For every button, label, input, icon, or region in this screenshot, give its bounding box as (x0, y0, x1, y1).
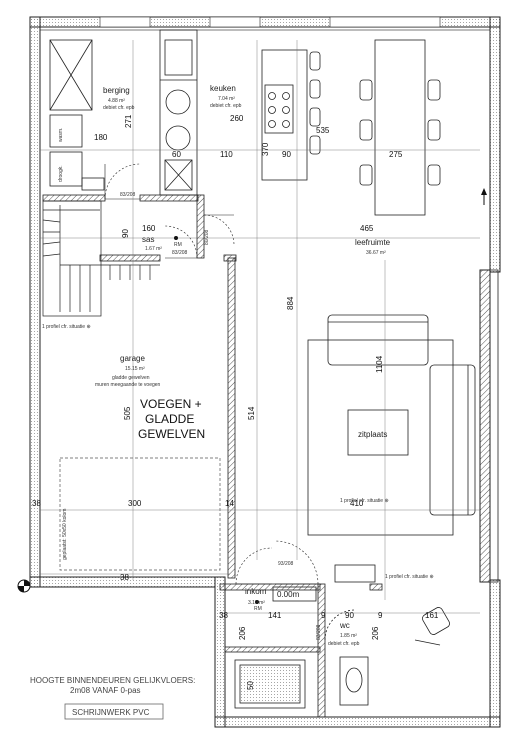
berging-fixtures (49, 39, 105, 191)
dim-90c: 90 (345, 611, 354, 620)
kitchen-counter (159, 29, 198, 196)
rm-label-2: RM (254, 606, 262, 612)
keuken-name: keuken (210, 84, 236, 93)
garage-callout-2: GLADDE (145, 412, 194, 426)
garage-area: 15.15 m² (125, 366, 145, 372)
dim-90a: 90 (282, 150, 291, 159)
dim-90b: 90 (121, 229, 130, 238)
dim-110: 110 (220, 150, 233, 159)
sas-door[interactable] (164, 214, 235, 259)
garage-callout-3: GEWELVEN (138, 427, 205, 441)
dim-206b: 206 (371, 626, 380, 640)
keuken-area: 7.04 m² (218, 96, 235, 102)
desk-chair (414, 607, 450, 646)
footer-line-2: 2m08 VANAF 0-pas (70, 686, 141, 695)
wc-door-label: 83/208 (316, 624, 322, 640)
dim-50: 50 (246, 681, 255, 690)
dim-1104: 1104 (375, 355, 384, 373)
dim-161: 161 (425, 611, 439, 620)
dimension-lines (40, 40, 480, 614)
garage-note-2: muren meegaande te voegen (95, 382, 161, 388)
level-marker: 0.00m (277, 590, 300, 599)
keuken-note: debiet cfr. epb (210, 103, 242, 109)
dim-38c: 38 (219, 611, 228, 620)
washer-label: wasm. (58, 128, 64, 142)
berging-area: 4.88 m² (108, 98, 125, 104)
dim-38a: 38 (32, 499, 41, 508)
dim-14: 14 (225, 499, 234, 508)
berging-note: debiet cfr. epb (103, 105, 135, 111)
wc-name: wc (339, 621, 350, 630)
footer-box (64, 703, 164, 720)
dim-141: 141 (268, 611, 282, 620)
dim-9b: 9 (378, 611, 383, 620)
wc-area: 1.85 m² (340, 633, 357, 639)
sofa-area (307, 314, 476, 536)
inkom-area: 3.19 m² (248, 600, 265, 606)
inkom-name: inkom (245, 587, 267, 596)
rm-label-1: RM (174, 242, 182, 248)
zitplaats-label: zitplaats (358, 430, 387, 439)
wc-fixtures (324, 564, 376, 706)
garage-note-1: gladde gewelven (112, 375, 150, 381)
dim-260: 260 (230, 114, 244, 123)
dryer (49, 151, 83, 187)
inkom-door-label: 93/208 (278, 561, 294, 567)
dim-206a: 206 (238, 626, 247, 640)
garage-car (59, 457, 221, 571)
kitchen-island (261, 49, 321, 181)
leefruimte-name: leefruimte (355, 238, 391, 247)
profiel-note-left: 1 profiel cfr. situatie ⊕ (42, 324, 91, 330)
exterior-walls (29, 16, 501, 728)
staircase (42, 200, 160, 317)
level-marker-box (272, 586, 317, 602)
wc-note: debiet cfr. epb (328, 641, 360, 647)
dim-300: 300 (128, 499, 142, 508)
dim-60: 60 (172, 150, 181, 159)
dim-271: 271 (124, 114, 133, 128)
profiel-note-bottom-left: geplaatst: 50x50 kolom (62, 509, 68, 560)
leefruimte-area: 36.67 m² (366, 250, 386, 256)
berging-door-label: 83/208 (120, 192, 136, 198)
footer-line-3: SCHRIJNWERK PVC (72, 708, 150, 717)
compass-icon (17, 579, 31, 593)
dim-410: 410 (350, 499, 364, 508)
sas-area: 1.67 m² (145, 246, 162, 252)
inkom-bench (234, 659, 306, 709)
garage-name: garage (120, 354, 145, 363)
dim-9a: 9 (321, 611, 326, 620)
dryer-label: droogk. (58, 165, 64, 182)
sas-door-label: 83/208 (172, 250, 188, 256)
dim-535: 535 (316, 126, 330, 135)
dim-275: 275 (389, 150, 403, 159)
interior-walls (42, 194, 383, 718)
vertical-door-label: 80/208 (204, 229, 210, 245)
footer-line-1: HOOGTE BINNENDEUREN GELIJKVLOERS: (30, 676, 195, 685)
dim-505: 505 (123, 406, 132, 420)
dining-table (359, 39, 441, 216)
inkom-door[interactable] (235, 540, 319, 585)
hinge-marks (174, 236, 259, 604)
berging-name: berging (103, 86, 130, 95)
garage-callout-1: VOEGEN + (140, 397, 202, 411)
profiel-note-right: 1 profiel cfr. situatie ⊕ (385, 574, 434, 580)
dim-370: 370 (261, 142, 270, 156)
dim-38b: 38 (120, 573, 129, 582)
dim-180: 180 (94, 133, 108, 142)
dim-465: 465 (360, 224, 374, 233)
dim-514: 514 (247, 406, 256, 420)
dim-160: 160 (142, 224, 156, 233)
arrow-up-icon (481, 188, 487, 205)
berging-door[interactable] (104, 163, 141, 200)
sas-name: sas (142, 235, 154, 244)
dim-884: 884 (286, 296, 295, 310)
profiel-note-bottom: 1 profiel cfr. situatie ⊕ (340, 498, 389, 504)
washer (49, 114, 83, 148)
